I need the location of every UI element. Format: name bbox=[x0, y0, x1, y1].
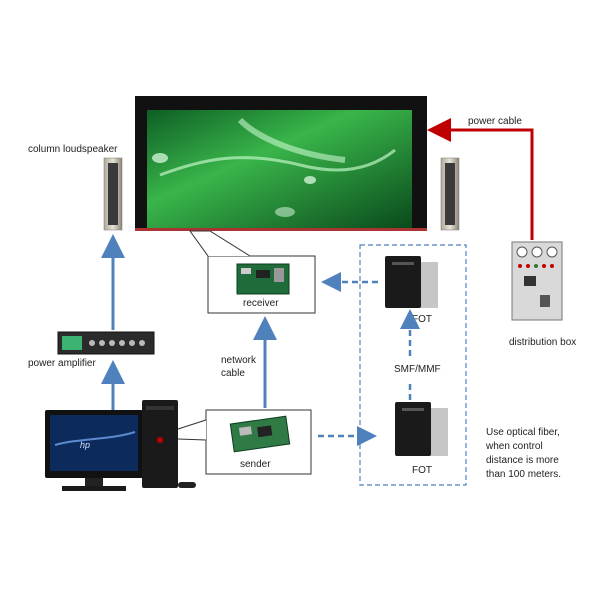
power-amplifier-label: power amplifier bbox=[28, 358, 96, 369]
note-line-4: than 100 meters. bbox=[486, 469, 561, 480]
fot-bottom-label: FOT bbox=[412, 465, 432, 476]
receiver-callout bbox=[189, 230, 251, 257]
fiber-dashed-box bbox=[359, 244, 467, 486]
power-cable-line bbox=[427, 118, 534, 240]
note-line-2: when control bbox=[485, 441, 543, 452]
power-cable-label: power cable bbox=[468, 116, 522, 127]
note-line-3: distance is more bbox=[486, 455, 559, 466]
svg-text:hp: hp bbox=[80, 440, 90, 450]
power-amplifier-icon bbox=[57, 331, 155, 355]
fot-device-icon bbox=[385, 256, 438, 308]
distribution-box-label: distribution box bbox=[509, 337, 576, 348]
network-cable-label-2: cable bbox=[221, 368, 245, 379]
speaker-icon bbox=[440, 157, 460, 231]
fot-top-label: FOT bbox=[412, 314, 432, 325]
column-loudspeaker-label: column loudspeaker bbox=[28, 144, 118, 155]
sender-label: sender bbox=[240, 459, 271, 470]
computer-icon: hp bbox=[45, 400, 196, 491]
receiver-card-icon bbox=[236, 263, 290, 295]
sender-card-icon bbox=[229, 415, 291, 453]
receiver-label: receiver bbox=[243, 298, 279, 309]
led-screen-icon bbox=[135, 96, 427, 231]
network-cable-label-1: network bbox=[221, 355, 257, 366]
speaker-icon bbox=[103, 157, 123, 231]
distribution-box-icon bbox=[511, 241, 563, 321]
fot-device-icon bbox=[395, 402, 448, 456]
smf-mmf-label: SMF/MMF bbox=[394, 364, 441, 375]
note-line-1: Use optical fiber, bbox=[486, 427, 560, 438]
